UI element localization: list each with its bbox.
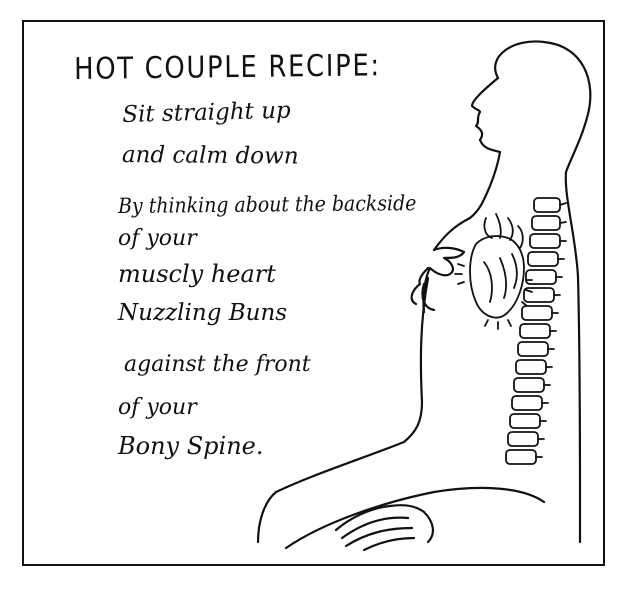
text-line-9: Bony Spine. — [118, 432, 264, 460]
text-line-8: of your — [118, 395, 197, 420]
seated-figure-illustration — [256, 40, 592, 552]
hand-on-lap — [334, 504, 434, 552]
text-line-4: of your — [118, 226, 197, 251]
comic-panel: HOT COUPLE RECIPE: Sit straight up and c… — [22, 20, 605, 566]
torso-front-outline — [256, 276, 430, 544]
chest-outline — [432, 216, 472, 252]
spine-illustration — [505, 197, 567, 465]
face-profile — [468, 76, 502, 220]
heart-illustration — [454, 213, 533, 330]
hand-on-chest — [410, 246, 466, 314]
text-line-5: muscly heart — [118, 260, 276, 288]
text-line-6: Nuzzling Buns — [118, 300, 288, 326]
lap-outline — [284, 486, 546, 550]
text-line-7: against the front — [124, 352, 311, 377]
figure-body-outline — [494, 40, 592, 544]
